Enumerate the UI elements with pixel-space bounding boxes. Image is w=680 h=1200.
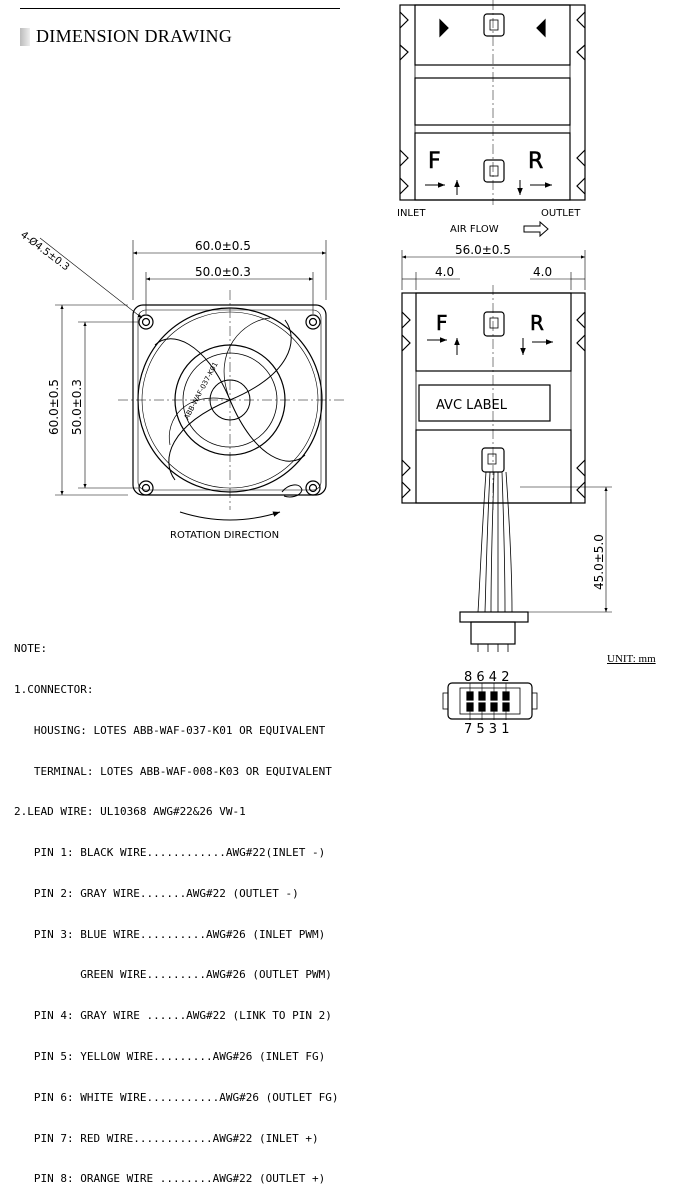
note-line: PIN 6: WHITE WIRE...........AWG#26 (OUTL… [14,1090,339,1104]
connector-housing [459,611,529,623]
airflow-label: AIR FLOW [450,224,499,235]
top-view [399,0,586,238]
note-line: 2.LEAD WIRE: UL10368 AWG#22&26 VW-1 [14,805,246,819]
side-front-marker: F [436,311,448,335]
page-title: DIMENSION DRAWING [36,26,233,46]
left-inset-dimension: 4.0 [435,265,454,279]
note-line: PIN 7: RED WIRE............AWG#22 (INLET… [14,1131,319,1145]
side-view [401,250,612,720]
note-line: PIN 2: GRAY WIRE.......AWG#22 (OUTLET -) [14,886,299,900]
wire-exit-icon [281,484,303,498]
drawing-canvas: F R INLET OUTLET AIR FLOW [18,0,612,737]
outlet-label: OUTLET [541,208,581,219]
side-view-bottom-module [415,429,572,504]
note-line: PIN 1: BLACK WIRE............AWG#22(INLE… [14,846,326,860]
pinout-outline [447,682,533,720]
height-outer-dimension: 60.0±0.5 [47,379,61,435]
airflow-arrow-icon [523,220,549,238]
note-line: PIN 4: GRAY WIRE ......AWG#22 (LINK TO P… [14,1009,332,1023]
header-marker [20,27,30,46]
width-inner-dimension: 50.0±0.3 [195,265,251,279]
top-view-outlet-module [414,132,571,201]
note-line: PIN 3: BLUE WIRE..........AWG#26 (INLET … [14,927,326,941]
arrow-emblem-icon [439,18,449,38]
front-view [39,237,345,521]
top-view-label-area [414,77,571,126]
note-line: NOTE: [14,642,48,656]
connector-body [470,621,516,645]
connector-clip-icon [481,447,505,473]
side-view-top-module [415,292,572,372]
pinout-top-numbers: 8 6 4 2 [464,670,509,685]
notes-block: NOTE: 1.CONNECTOR: HOUSING: LOTES ABB-WA… [14,615,454,1200]
section-header: DIMENSION DRAWING [20,26,232,47]
connector-clip-icon [483,311,505,337]
side-rear-marker: R [530,311,544,335]
rear-marker: R [528,149,543,174]
note-line: PIN 8: ORANGE WIRE ........AWG#22 (OUTLE… [14,1172,326,1186]
top-view-inlet-module [414,4,571,66]
right-inset-dimension: 4.0 [533,265,552,279]
note-line: GREEN WIRE.........AWG#26 (OUTLET PWM) [14,968,332,982]
pinout-bottom-numbers: 7 5 3 1 [464,722,509,737]
depth-dimension: 56.0±0.5 [455,243,511,257]
note-line: PIN 5: YELLOW WIRE.........AWG#26 (INLET… [14,1050,326,1063]
connector-clip-icon [483,13,505,37]
label-box [418,384,551,422]
label-text: AVC LABEL [436,398,508,413]
front-marker: F [428,149,441,174]
hole-spec-dimension: 4-Ø4.5±0.3 [18,229,72,274]
height-inner-dimension: 50.0±0.3 [70,379,84,435]
note-line: 1.CONNECTOR: [14,682,94,696]
note-line: TERMINAL: LOTES ABB-WAF-008-K03 OR EQUIV… [14,764,332,778]
arrow-emblem-icon [536,18,546,38]
lead-length-dimension: 45.0±5.0 [592,534,606,590]
inlet-label: INLET [397,208,426,219]
rotation-label: ROTATION DIRECTION [170,530,279,541]
connector-clip-icon [483,159,505,183]
unit-label: UNIT: mm [607,653,656,665]
width-outer-dimension: 60.0±0.5 [195,239,251,253]
header-rule [20,8,340,9]
note-line: HOUSING: LOTES ABB-WAF-037-K01 OR EQUIVA… [14,723,326,737]
